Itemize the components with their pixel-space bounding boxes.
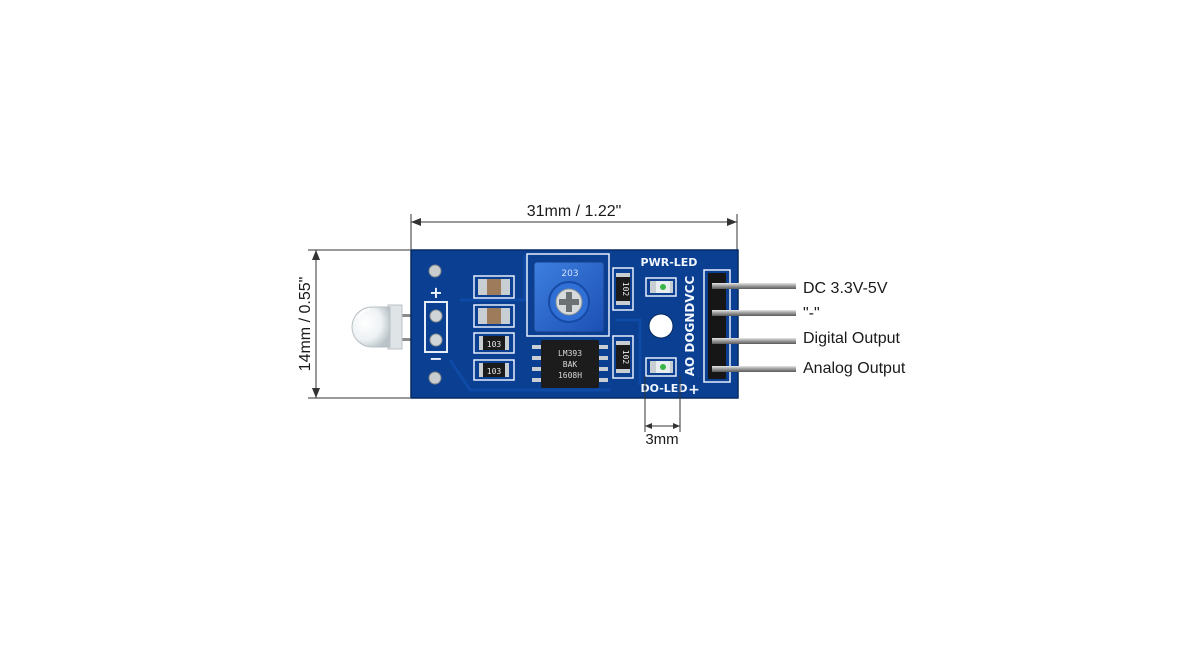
mounting-hole xyxy=(648,313,674,339)
capacitor-top xyxy=(473,275,515,299)
chip-marking-1: LM393 xyxy=(558,349,582,358)
pin-3 xyxy=(712,338,796,344)
width-label: 31mm / 1.22" xyxy=(527,203,622,220)
height-label: 14mm / 0.55" xyxy=(297,277,314,372)
chip-marking-2: BAK xyxy=(563,360,578,369)
pwr-led xyxy=(645,277,677,297)
potentiometer[interactable]: 203 xyxy=(526,253,610,337)
pin-labels: AO DOGNDVCC xyxy=(683,276,697,377)
height-dimension: 14mm / 0.55" xyxy=(297,249,410,399)
led-spacing-dimension: 3mm xyxy=(644,376,681,448)
pin-2 xyxy=(712,310,796,316)
pin-label-digital: Digital Output xyxy=(803,330,900,347)
pin-header xyxy=(703,269,731,383)
pin-4 xyxy=(712,366,796,372)
plus-sign: + xyxy=(429,283,442,302)
resistor-left-1: 103 xyxy=(473,332,515,354)
pin-1 xyxy=(712,283,796,289)
pot-code: 203 xyxy=(561,269,578,279)
pin-plus-sign: + xyxy=(688,382,700,398)
resistor-right-1-code: 102 xyxy=(621,282,630,297)
do-led-label: DO-LED xyxy=(641,382,688,395)
resistor-right-2: 102 xyxy=(612,335,634,379)
resistor-left-2-code: 103 xyxy=(487,367,502,376)
do-led xyxy=(645,357,677,377)
pin-label-analog: Analog Output xyxy=(803,360,906,377)
led-spacing-label: 3mm xyxy=(645,431,678,448)
minus-sign: − xyxy=(429,349,442,368)
pwr-led-label: PWR-LED xyxy=(641,256,698,269)
lm393-chip: LM393 BAK 1608H xyxy=(532,340,608,388)
chip-marking-3: 1608H xyxy=(558,371,582,380)
resistor-left-2: 103 xyxy=(473,359,515,381)
resistor-left-1-code: 103 xyxy=(487,340,502,349)
resistor-right-2-code: 102 xyxy=(621,350,630,365)
pin-label-gnd: "-" xyxy=(803,305,820,322)
pins: DC 3.3V-5V "-" Digital Output Analog Out… xyxy=(712,280,906,377)
pcb-board: + − 103 103 xyxy=(410,249,739,399)
resistor-right-1: 102 xyxy=(612,267,634,311)
capacitor-mid xyxy=(473,304,515,328)
pin-label-vcc: DC 3.3V-5V xyxy=(803,280,888,297)
width-dimension: 31mm / 1.22" xyxy=(410,203,738,250)
